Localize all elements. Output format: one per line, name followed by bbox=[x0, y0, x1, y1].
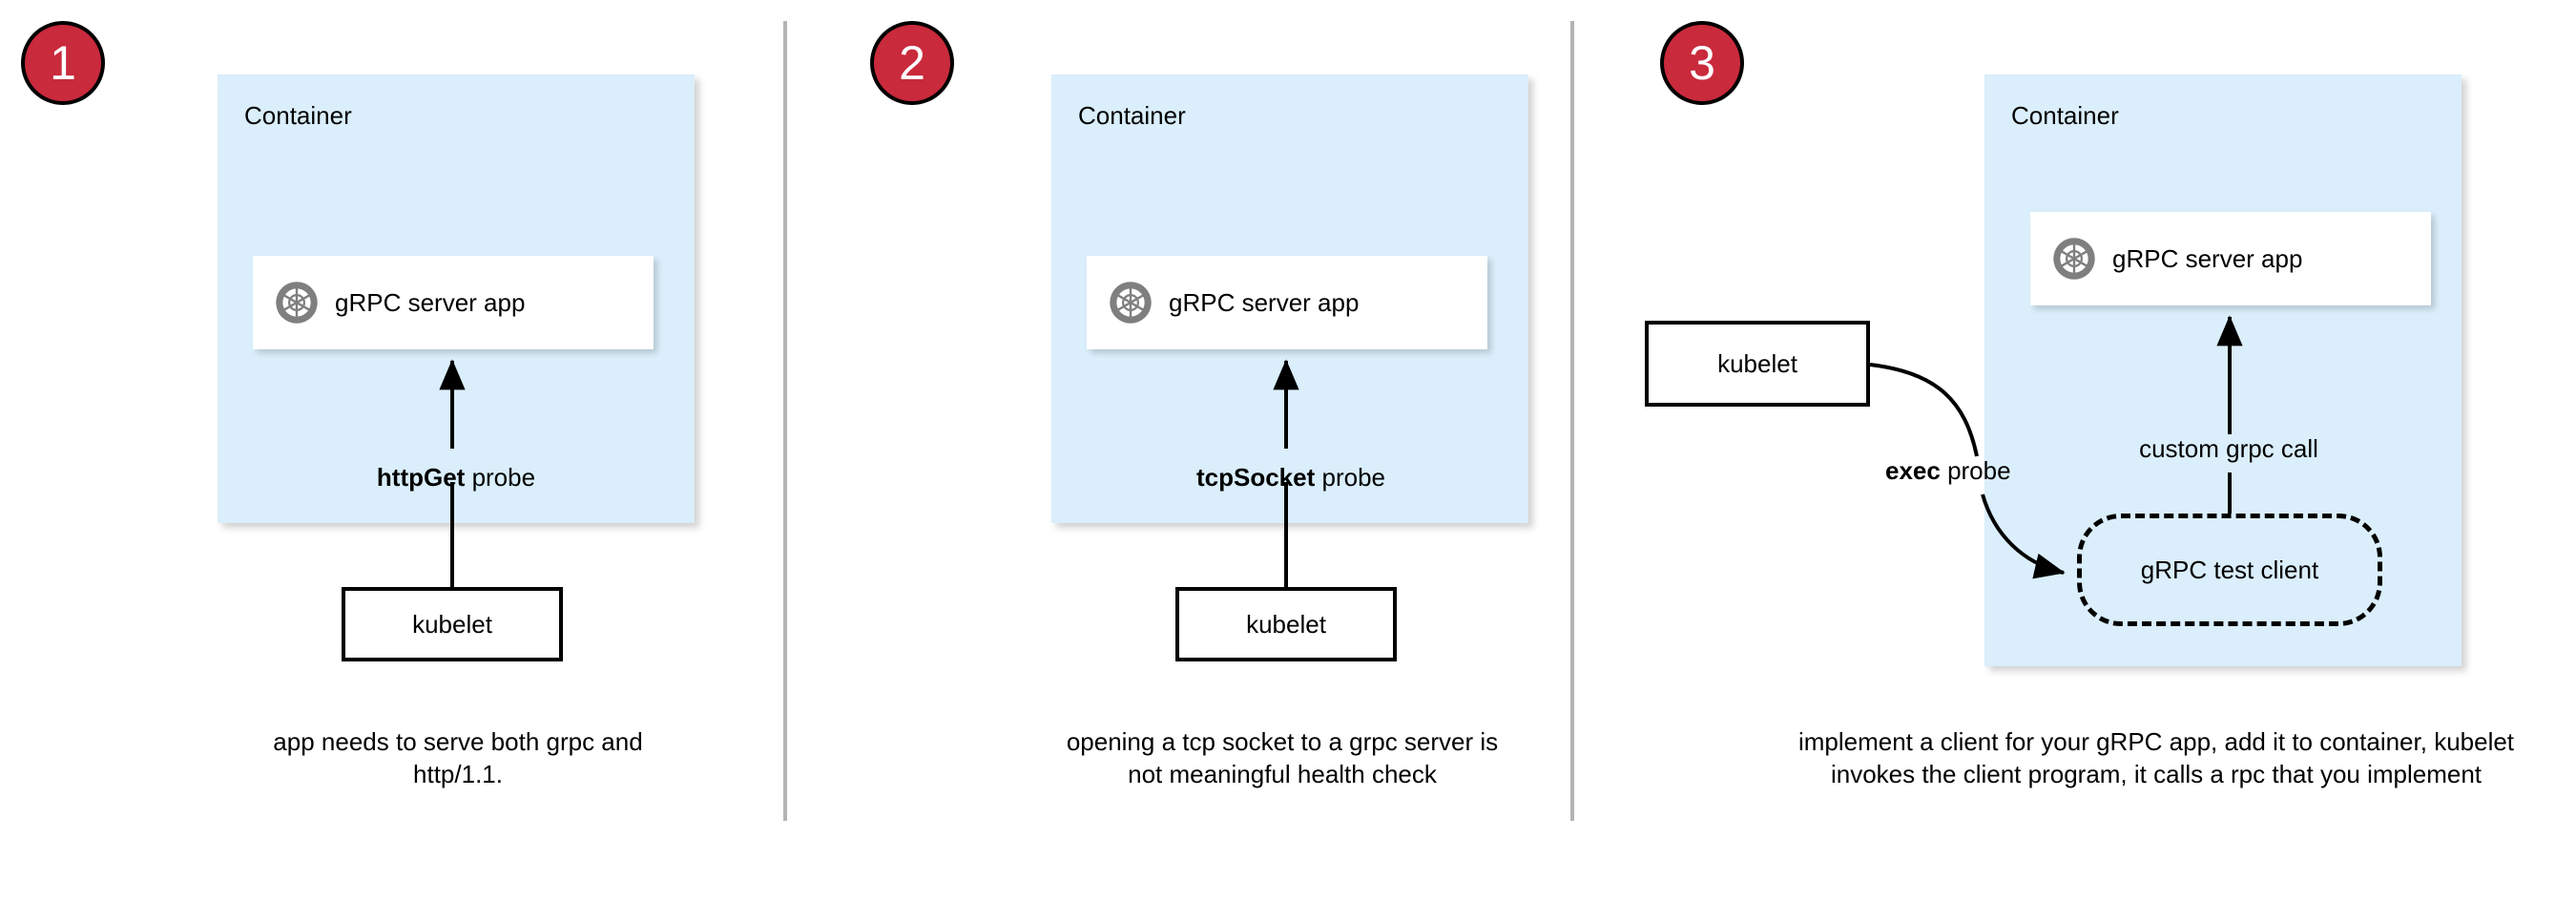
custom-grpc-call-label: custom grpc call bbox=[2139, 434, 2318, 463]
probe-label-1-rest: probe bbox=[465, 463, 536, 492]
app-card-label-1: gRPC server app bbox=[335, 287, 526, 317]
container-label-1: Container bbox=[244, 101, 352, 130]
container-label-3: Container bbox=[2011, 101, 2119, 130]
kubelet-box-2: kubelet bbox=[1175, 587, 1397, 661]
app-card-label-3: gRPC server app bbox=[2112, 243, 2303, 273]
grpc-test-client-label: gRPC test client bbox=[2140, 555, 2319, 584]
panel-divider-1 bbox=[783, 21, 787, 821]
probe-label-2: tcpSocket probe bbox=[1162, 463, 1420, 493]
grpc-aperture-icon bbox=[1108, 280, 1153, 325]
probe-label-3-bold: exec bbox=[1885, 456, 1941, 485]
kubelet-label-3: kubelet bbox=[1717, 348, 1797, 378]
container-label-2: Container bbox=[1078, 101, 1186, 130]
probe-label-2-bold: tcpSocket bbox=[1196, 463, 1316, 492]
probe-label-2-rest: probe bbox=[1315, 463, 1385, 492]
kubelet-label-1: kubelet bbox=[412, 609, 492, 639]
panel-divider-2 bbox=[1570, 21, 1574, 821]
app-card-label-2: gRPC server app bbox=[1169, 287, 1360, 317]
panel-caption-3: implement a client for your gRPC app, ad… bbox=[1797, 727, 2515, 788]
grpc-aperture-icon bbox=[2051, 236, 2097, 282]
panel-caption-2: opening a tcp socket to a grpc server is… bbox=[1066, 727, 1499, 788]
kubelet-label-2: kubelet bbox=[1246, 609, 1326, 639]
grpc-server-app-card-2: gRPC server app bbox=[1087, 256, 1487, 349]
kubelet-box-3: kubelet bbox=[1645, 321, 1870, 407]
step-badge-3: 3 bbox=[1660, 21, 1744, 105]
probe-label-1: httpGet probe bbox=[346, 463, 566, 493]
grpc-aperture-icon bbox=[274, 280, 320, 325]
grpc-server-app-card-3: gRPC server app bbox=[2030, 212, 2431, 305]
step-badge-2: 2 bbox=[870, 21, 954, 105]
grpc-test-client-node: gRPC test client bbox=[2077, 514, 2382, 626]
probe-label-1-bold: httpGet bbox=[376, 463, 466, 492]
probe-label-3-rest: probe bbox=[1940, 456, 2011, 485]
kubelet-box-1: kubelet bbox=[342, 587, 563, 661]
grpc-server-app-card-1: gRPC server app bbox=[253, 256, 654, 349]
panel-caption-1: app needs to serve both grpc and http/1.… bbox=[273, 727, 643, 788]
probe-label-3: exec probe bbox=[1885, 456, 2057, 486]
step-badge-1: 1 bbox=[21, 21, 105, 105]
